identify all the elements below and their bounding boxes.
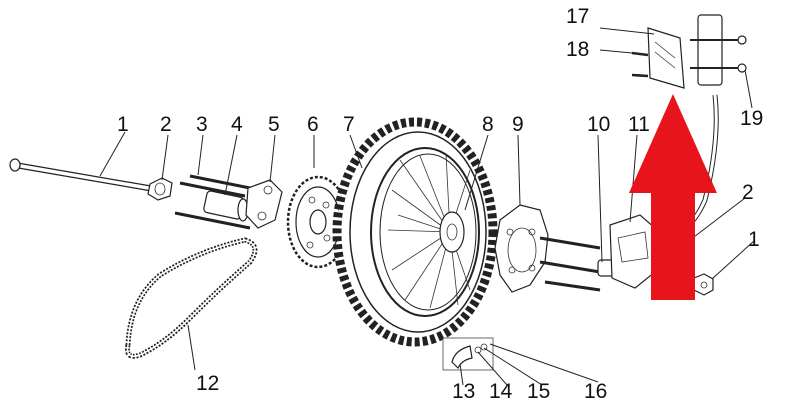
callout-labels: 1 2 3 4 5 6 7 8 9 10 11 12 13 14 15 16 1… xyxy=(117,5,763,403)
callout-18: 18 xyxy=(566,38,589,61)
callout-5: 5 xyxy=(268,113,280,136)
callout-10: 10 xyxy=(587,113,610,136)
callout-19: 19 xyxy=(740,107,763,130)
callout-16: 16 xyxy=(584,380,607,403)
brake-disc xyxy=(494,204,549,293)
callout-8: 8 xyxy=(482,113,494,136)
brake-caliper xyxy=(539,214,656,292)
spacer xyxy=(203,190,249,222)
callout-15: 15 xyxy=(527,380,550,403)
callout-3: 3 xyxy=(196,113,208,136)
callout-4: 4 xyxy=(231,113,243,136)
clip-plate xyxy=(245,179,283,229)
callout-9: 9 xyxy=(512,113,524,136)
callout-1-right: 1 xyxy=(748,228,760,251)
callout-11: 11 xyxy=(628,113,650,136)
rear-wheel xyxy=(332,117,498,347)
highlight-arrow xyxy=(629,94,717,300)
axle xyxy=(9,158,161,193)
master-cylinder xyxy=(631,14,747,89)
callout-1: 1 xyxy=(117,113,129,136)
callout-12: 12 xyxy=(196,372,219,395)
callout-17: 17 xyxy=(566,5,589,28)
sprocket-bolts xyxy=(174,174,251,230)
callout-6: 6 xyxy=(307,113,319,136)
callout-14: 14 xyxy=(489,380,513,403)
callout-2-right: 2 xyxy=(742,181,754,204)
drive-chain xyxy=(125,237,258,359)
callout-13: 13 xyxy=(452,380,475,403)
callout-7: 7 xyxy=(343,113,355,136)
callout-2: 2 xyxy=(160,113,172,136)
chain-adjuster xyxy=(147,177,173,201)
leader-lines xyxy=(99,27,756,386)
small-fasteners xyxy=(442,337,494,371)
axle-nut-right xyxy=(693,273,714,296)
